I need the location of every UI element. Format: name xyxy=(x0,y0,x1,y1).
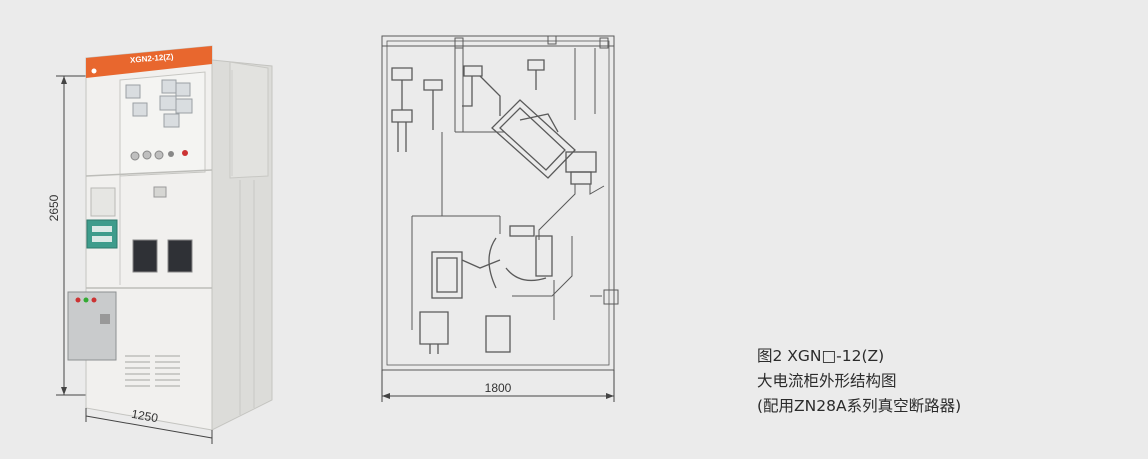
section-drawing xyxy=(381,35,619,402)
model-plate: XGN2-12(Z) xyxy=(130,52,175,65)
width-dimension xyxy=(85,408,213,444)
width-dimension-label: 1250 xyxy=(130,407,159,425)
height-dimension xyxy=(56,75,90,396)
figure-caption: 图2 XGN□-12(Z) 大电流柜外形结构图 (配用ZN28A系列真空断路器) xyxy=(757,344,961,419)
control-box xyxy=(67,291,117,361)
teal-instrument xyxy=(86,219,118,249)
caption-line-2: 大电流柜外形结构图 xyxy=(757,372,897,390)
caption-line-3: (配用ZN28A系列真空断路器) xyxy=(757,397,962,415)
cabinet-photo: 2650 XGN2-12(Z) xyxy=(47,45,273,444)
height-dimension-label: 2650 xyxy=(47,194,61,221)
orange-header xyxy=(86,46,212,78)
caption-line-1: 图2 XGN□-12(Z) xyxy=(757,347,885,365)
depth-dimension-label: 1800 xyxy=(485,381,512,395)
